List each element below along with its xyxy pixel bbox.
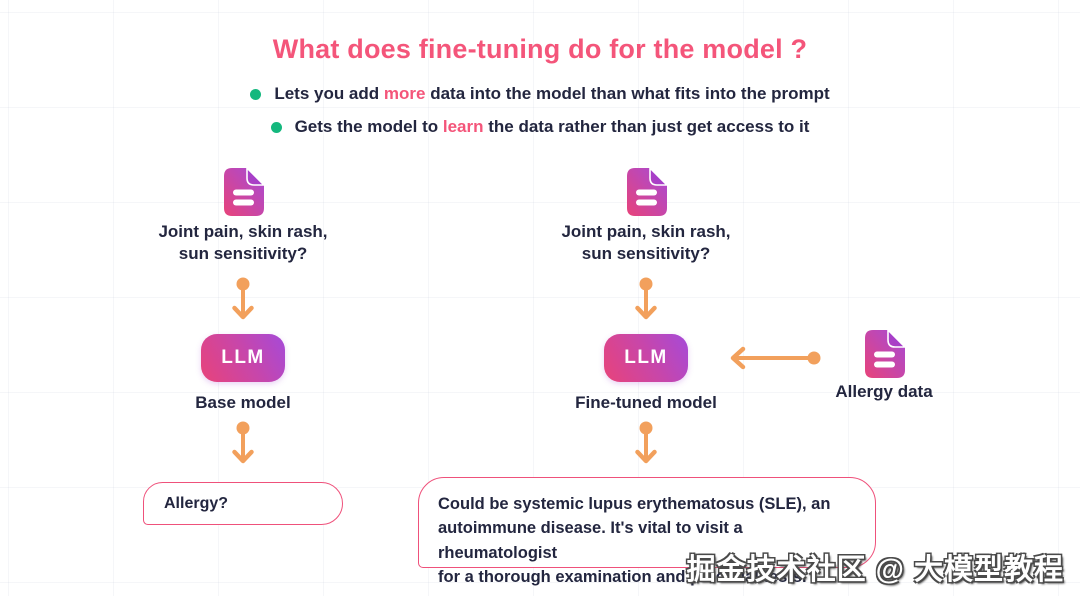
arrow-down-icon: [632, 421, 660, 468]
bullet-text: Lets you add more data into the model th…: [274, 84, 830, 103]
page-title: What does fine-tuning do for the model ?: [272, 34, 808, 64]
answer-text-base: Allergy?: [164, 494, 229, 512]
watermark-text: 掘金技术社区 @ 大模型教程: [686, 554, 1064, 586]
document-icon: [861, 328, 907, 380]
bullet-list: Lets you add more data into the model th…: [0, 84, 1080, 137]
document-icon: [623, 166, 669, 218]
llm-badge-base: LLM: [201, 334, 285, 382]
bullet-dot-icon: [270, 121, 282, 133]
document-icon: [220, 166, 266, 218]
model-label-finetuned: Fine-tuned model: [575, 393, 717, 412]
answer-bubble-base: Allergy?: [143, 482, 343, 525]
prompt-text-finetuned: Joint pain, skin rash, sun sensitivity?: [561, 222, 731, 264]
bullet-item: Gets the model to learn the data rather …: [270, 117, 810, 137]
prompt-text-base: Joint pain, skin rash, sun sensitivity?: [158, 222, 328, 264]
bullet-item: Lets you add more data into the model th…: [250, 84, 830, 104]
arrow-down-icon: [229, 277, 257, 324]
allergy-data-label: Allergy data: [835, 382, 933, 401]
bullet-text: Gets the model to learn the data rather …: [294, 117, 810, 136]
bullet-dot-icon: [250, 88, 262, 100]
llm-badge-finetuned: LLM: [604, 334, 688, 382]
answer-bubble-finetuned: Could be systemic lupus erythematosus (S…: [418, 477, 876, 586]
model-label-base: Base model: [195, 393, 291, 412]
arrow-down-icon: [229, 421, 257, 468]
arrow-left-icon: [720, 344, 822, 372]
arrow-down-icon: [632, 277, 660, 324]
